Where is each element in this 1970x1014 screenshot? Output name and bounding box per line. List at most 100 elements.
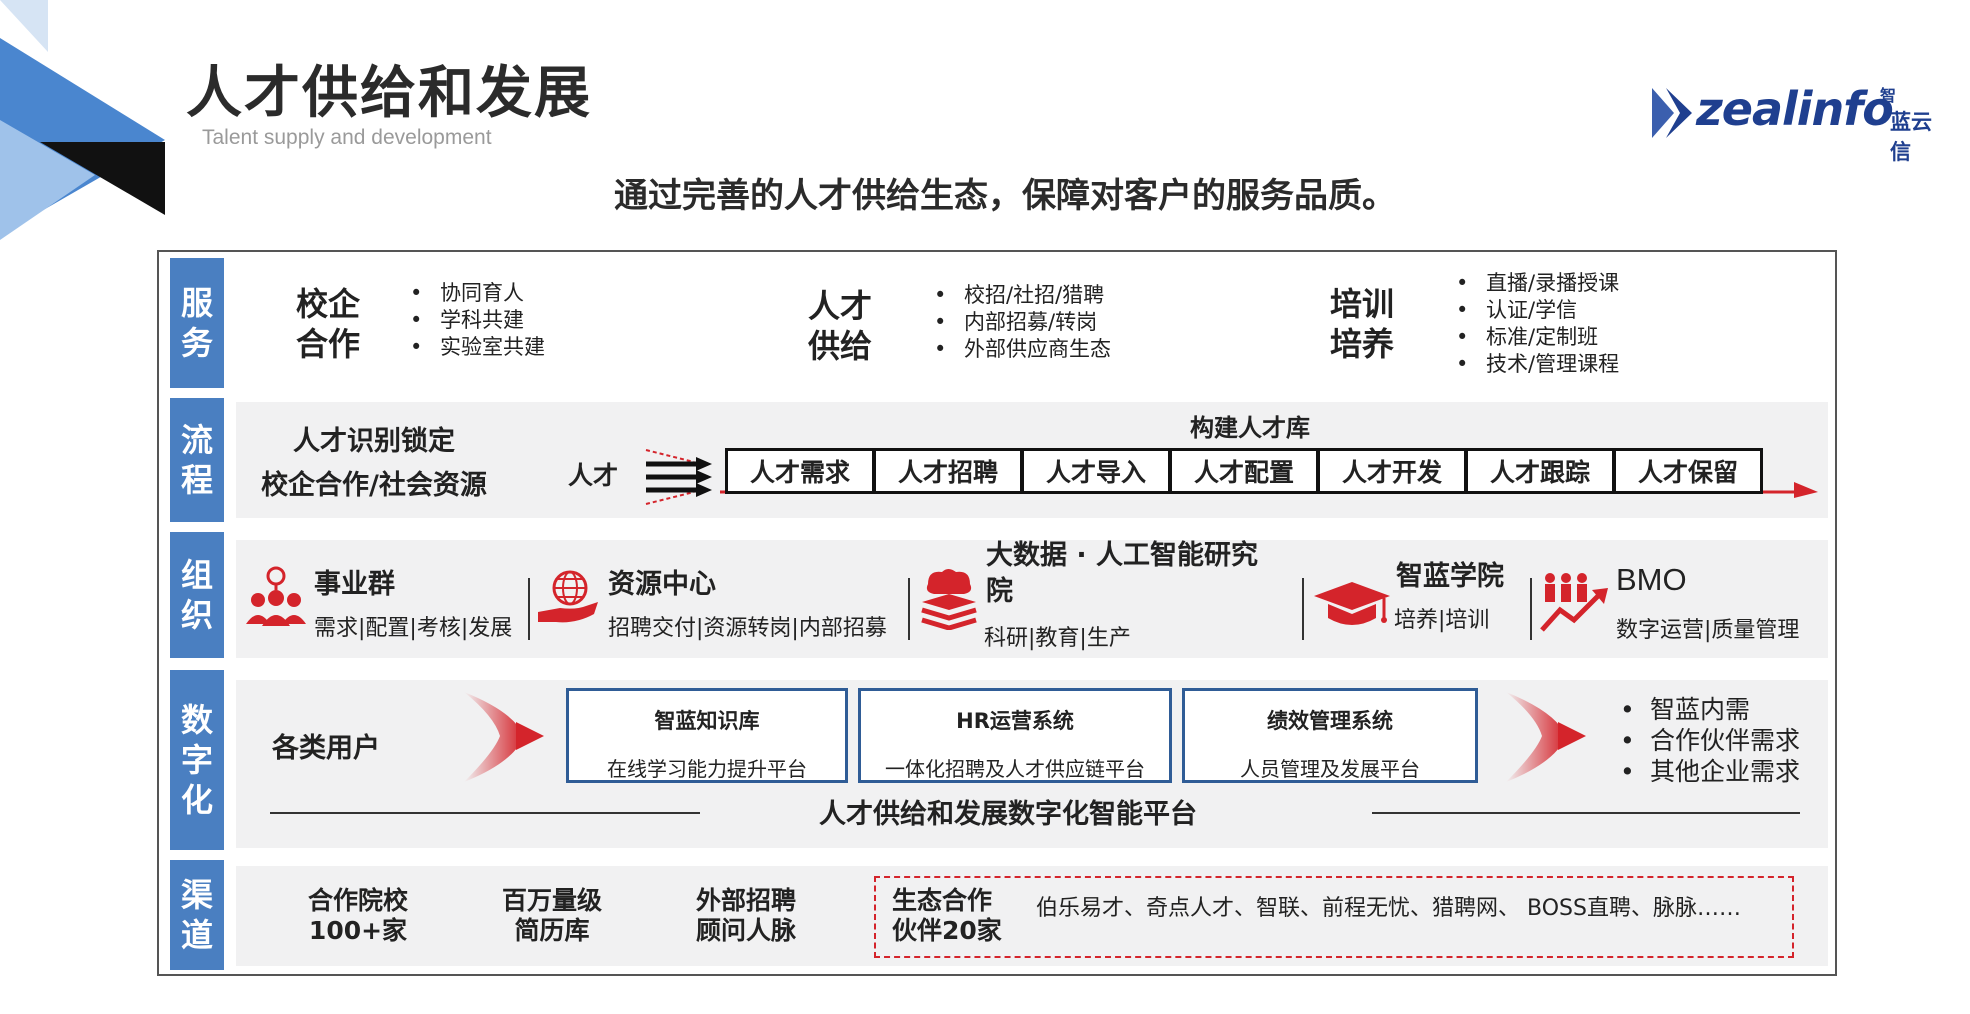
process-step: 人才跟踪 <box>1465 448 1615 494</box>
process-step: 人才导入 <box>1021 448 1171 494</box>
list-item: 合作伙伴需求 <box>1620 725 1800 756</box>
list-item: 外部供应商生态 <box>934 336 1111 363</box>
text-line: 校企合作/社会资源 <box>261 470 487 501</box>
row-label-char: 程 <box>180 461 213 499</box>
arrow-bundle-icon <box>645 449 712 505</box>
growth-people-icon <box>1540 573 1608 632</box>
list-item: 智蓝内需 <box>1620 694 1800 725</box>
page-title: 人才供给和发展 <box>186 61 592 126</box>
logo-text: zealinfo <box>1696 82 1894 136</box>
row-label-char: 数 <box>180 701 213 739</box>
text-line: 100+家 <box>308 916 408 945</box>
logo-mark-char: 智 <box>1880 86 1897 105</box>
text-line: 伙伴20家 <box>892 916 1002 945</box>
eco-partner-box: 生态合作 伙伴20家 伯乐易才、奇点人才、智联、前程无忧、猎聘网、 BOSS直聘… <box>874 876 1794 958</box>
channel-item: 合作院校 100+家 <box>298 886 418 946</box>
row-label-flow: 流 程 <box>170 398 224 522</box>
list-item: 内部招募/转岗 <box>934 309 1111 336</box>
list-item: 实验室共建 <box>410 334 545 361</box>
system-title: HR运营系统 <box>956 709 1074 733</box>
process-step: 人才开发 <box>1317 448 1467 494</box>
title-line: 大数据 · 人工智能研究 <box>986 540 1259 571</box>
text-line: 顾问人脉 <box>695 916 796 945</box>
org-unit-title: 事业群 <box>314 569 395 600</box>
org-divider <box>908 578 910 640</box>
corner-decoration <box>0 0 165 240</box>
system-title: 智蓝知识库 <box>654 709 760 733</box>
data-stack-icon <box>921 569 977 630</box>
text-line: 外部招聘 <box>695 886 796 915</box>
row-label-org: 组 织 <box>170 532 224 658</box>
row-label-char: 流 <box>180 421 213 459</box>
text-line: 百万量级 <box>501 886 602 915</box>
text-line: 简历库 <box>514 916 590 945</box>
row-label-char: 字 <box>180 741 213 779</box>
list-item: 学科共建 <box>410 307 545 334</box>
row-label-char: 道 <box>180 916 213 954</box>
org-unit-sub: 招聘交付|资源转岗|内部招募 <box>608 616 887 641</box>
flow-left-text: 人才识别锁定 校企合作/社会资源 <box>254 420 494 508</box>
org-unit-sub: 培养|培训 <box>1394 608 1490 633</box>
system-card: 绩效管理系统 人员管理及发展平台 <box>1182 688 1478 783</box>
needs-list: 智蓝内需 合作伙伴需求 其他企业需求 <box>1620 694 1800 787</box>
row-label-char: 服 <box>180 284 213 322</box>
service-group-title: 校企 合作 <box>296 284 360 364</box>
list-item: 校招/社招/猎聘 <box>934 282 1111 309</box>
row-label-char: 渠 <box>180 876 213 914</box>
process-step: 人才配置 <box>1169 448 1319 494</box>
system-card: HR运营系统 一体化招聘及人才供应链平台 <box>858 688 1172 783</box>
service-group-title: 人才 供给 <box>808 286 872 366</box>
row-label-char: 化 <box>180 781 213 819</box>
system-sub: 人员管理及发展平台 <box>1240 757 1420 781</box>
digital-users: 各类用户 <box>272 733 380 764</box>
library-label: 构建人才库 <box>1190 414 1310 442</box>
partner-list: 伯乐易才、奇点人才、智联、前程无忧、猎聘网、 BOSS直聘、脉脉…… <box>1036 896 1741 921</box>
page-subtitle: Talent supply and development <box>202 126 492 149</box>
flow-talent-label: 人才 <box>568 461 619 490</box>
org-unit-title-ai: 大数据 · 人工智能研究 院 <box>986 538 1258 610</box>
title-line: 校企 <box>296 285 361 323</box>
process-step: 人才需求 <box>725 448 875 494</box>
list-item: 认证/学信 <box>1456 297 1619 324</box>
service-list: 直播/录播授课 认证/学信 标准/定制班 技术/管理课程 <box>1456 270 1619 378</box>
org-unit-sub: 需求|配置|考核|发展 <box>314 616 513 641</box>
org-unit-title: 资源中心 <box>608 569 716 600</box>
list-item: 技术/管理课程 <box>1456 351 1619 378</box>
row-bg-channel <box>236 866 1828 966</box>
headline: 通过完善的人才供给生态，保障对客户的服务品质。 <box>614 176 1396 216</box>
list-item: 其他企业需求 <box>1620 756 1800 787</box>
system-sub: 在线学习能力提升平台 <box>607 757 807 781</box>
list-item: 标准/定制班 <box>1456 324 1619 351</box>
system-card: 智蓝知识库 在线学习能力提升平台 <box>566 688 848 783</box>
row-label-char: 组 <box>180 556 213 594</box>
service-list: 协同育人 学科共建 实验室共建 <box>410 280 545 361</box>
text-line: 合作院校 <box>307 886 408 915</box>
platform-line-right <box>1372 812 1800 814</box>
org-unit-title: BMO <box>1616 562 1687 597</box>
system-sub: 一体化招聘及人才供应链平台 <box>885 757 1145 781</box>
title-line: 院 <box>986 576 1013 607</box>
org-divider <box>528 578 530 640</box>
process-step: 人才招聘 <box>873 448 1023 494</box>
row-label-char: 务 <box>180 324 213 362</box>
company-logo: zealinfo 智 蓝云信 <box>1652 80 1952 164</box>
gradient-arrow-icon <box>464 692 544 782</box>
row-label-channel: 渠 道 <box>170 860 224 970</box>
service-group-title: 培训 培养 <box>1330 284 1394 364</box>
row-label-digital: 数 字 化 <box>170 670 224 850</box>
platform-title: 人才供给和发展数字化智能平台 <box>819 799 1197 830</box>
title-line: 人才 <box>808 287 873 325</box>
logo-chinese: 蓝云信 <box>1890 110 1932 164</box>
title-line: 培训 <box>1330 285 1395 323</box>
org-unit-sub: 数字运营|质量管理 <box>1616 618 1800 643</box>
system-title: 绩效管理系统 <box>1267 709 1393 733</box>
text-line: 生态合作 <box>892 886 993 915</box>
gradient-arrow-icon <box>1506 692 1586 782</box>
people-group-icon <box>246 566 306 626</box>
channel-item: 百万量级 简历库 <box>492 886 612 946</box>
process-step: 人才保留 <box>1613 448 1763 494</box>
channel-item: 外部招聘 顾问人脉 <box>686 886 806 946</box>
title-line: 供给 <box>808 327 873 365</box>
logo-mark-icon <box>1652 88 1692 138</box>
globe-hand-icon <box>538 570 598 623</box>
